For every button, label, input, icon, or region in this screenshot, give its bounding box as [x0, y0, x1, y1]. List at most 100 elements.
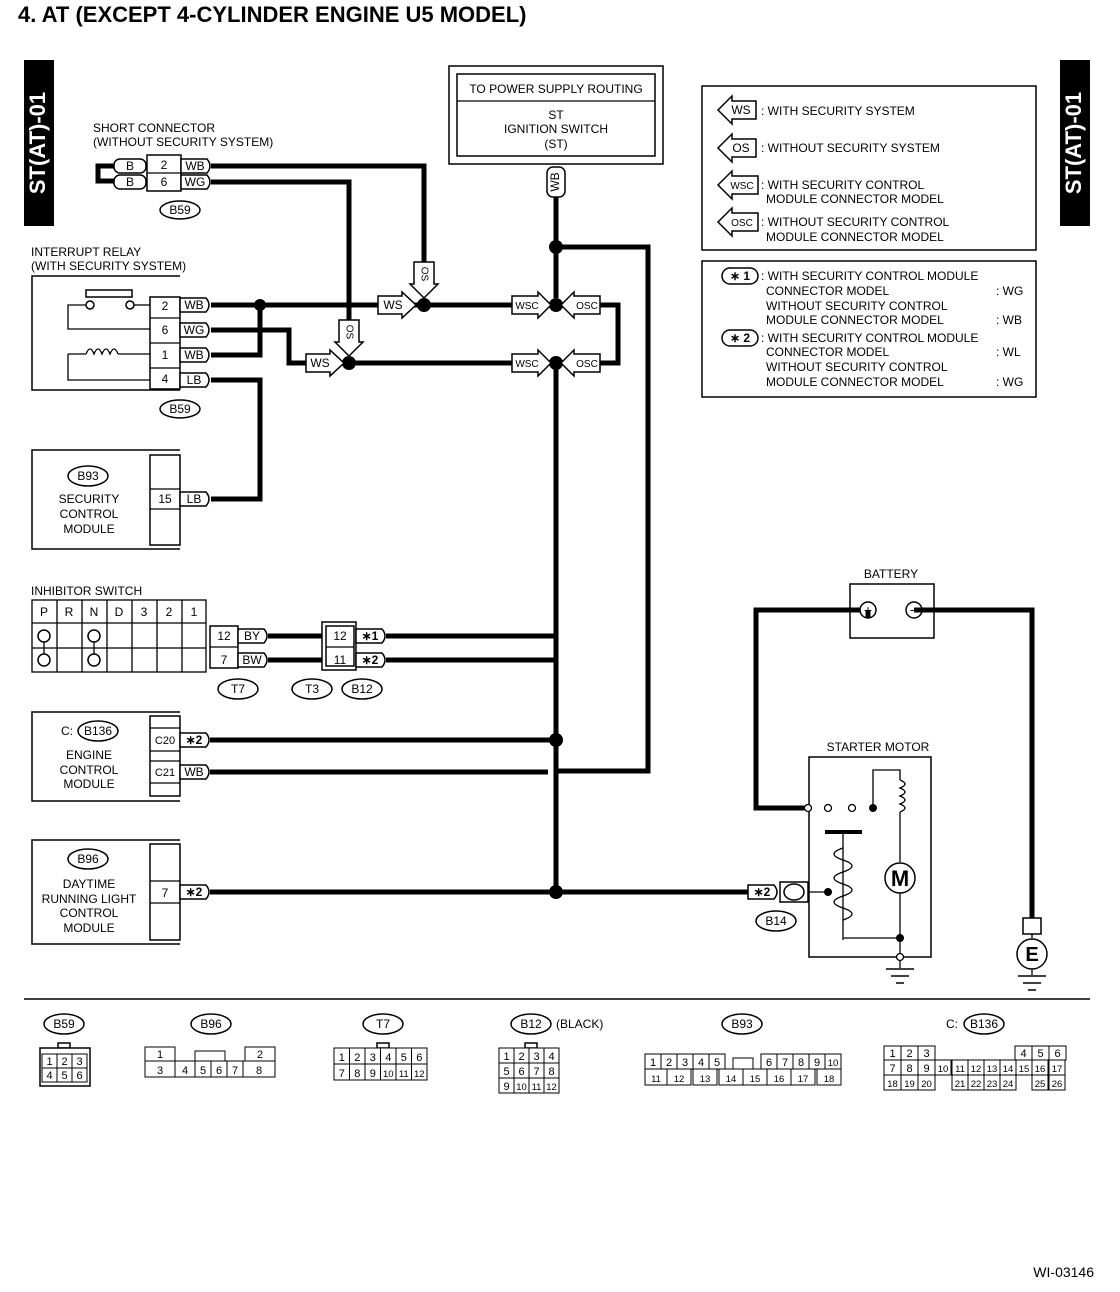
legend-wsc: WSC : WITH SECURITY CONTROL MODULE CONNE… — [716, 169, 944, 206]
t7-pin-label: 11 — [399, 1069, 409, 1080]
b12-pin-label: 8 — [548, 1066, 554, 1078]
b136-pin-label: 11 — [955, 1064, 965, 1075]
side-tag-right-text: ST(AT)-01 — [1061, 92, 1086, 194]
svg-text:B: B — [126, 175, 134, 189]
svg-text:∗ 2: ∗ 2 — [730, 331, 750, 345]
note-1: ∗ 1 : WITH SECURITY CONTROL MODULE CONNE… — [721, 267, 1023, 327]
svg-text:WS: WS — [383, 298, 402, 312]
svg-text:7: 7 — [221, 653, 228, 667]
b12-pin-label: 1 — [503, 1051, 509, 1063]
svg-text:: WITH SECURITY SYSTEM: : WITH SECURITY SYSTEM — [761, 104, 915, 118]
t7-pin-label: 10 — [383, 1069, 394, 1080]
svg-text:1: 1 — [191, 605, 198, 619]
svg-text:WB: WB — [185, 159, 204, 173]
b136-pin-label: 21 — [955, 1079, 966, 1090]
inhibitor-switch: INHIBITOR SWITCH P R N D 3 2 1 12 7 BY B… — [31, 584, 386, 700]
svg-text:T7: T7 — [231, 682, 245, 696]
svg-text:SHORT CONNECTOR: SHORT CONNECTOR — [93, 121, 215, 135]
b12-pin-label: 7 — [533, 1066, 539, 1078]
svg-text:MODULE: MODULE — [63, 921, 114, 935]
b136-pin-label: 13 — [987, 1064, 998, 1075]
b136-pin-label: 3 — [923, 1048, 929, 1060]
junction-tags: OS OS WS WS WSC WSC OSC OSC — [305, 261, 601, 378]
svg-text:(WITH SECURITY SYSTEM): (WITH SECURITY SYSTEM) — [31, 259, 186, 273]
t7-pin-label: 6 — [416, 1052, 422, 1064]
svg-text:N: N — [90, 605, 99, 619]
svg-text:(WITHOUT SECURITY SYSTEM): (WITHOUT SECURITY SYSTEM) — [93, 135, 273, 149]
figure-id: WI-03146 — [1033, 1264, 1094, 1280]
svg-text:∗ 1: ∗ 1 — [730, 269, 750, 283]
svg-text:P: P — [40, 605, 48, 619]
b96-pin-label: 2 — [257, 1049, 263, 1061]
svg-text:: WITHOUT SECURITY CONTROL: : WITHOUT SECURITY CONTROL — [761, 215, 950, 229]
t7-pin-label: 12 — [414, 1069, 425, 1080]
ignition-wire-tag: WB — [546, 166, 566, 198]
side-tag-right: ST(AT)-01 — [1060, 60, 1090, 226]
b136-pin-label: 8 — [906, 1063, 912, 1075]
svg-text:∗2: ∗2 — [362, 653, 379, 667]
b12-pin-label: 11 — [532, 1082, 542, 1093]
b93-pin-cell — [666, 1068, 692, 1086]
b136-pin-label: 9 — [923, 1063, 929, 1075]
svg-text:E: E — [1025, 944, 1038, 966]
svg-text:∗2: ∗2 — [186, 885, 203, 899]
b136-pin-label: 15 — [1019, 1064, 1030, 1075]
b136-pin-label: 17 — [1052, 1064, 1063, 1075]
b93-pin-label: 11 — [651, 1074, 661, 1085]
b12-pin-cell — [543, 1077, 560, 1094]
b12-pin-label: 12 — [546, 1082, 557, 1093]
short-connector: SHORT CONNECTOR (WITHOUT SECURITY SYSTEM… — [93, 121, 273, 220]
svg-text:B59: B59 — [169, 402, 191, 416]
svg-text:B96: B96 — [77, 852, 99, 866]
svg-text:WSC: WSC — [515, 359, 538, 370]
b96-pin-label: 1 — [157, 1049, 163, 1061]
svg-text:15: 15 — [158, 492, 172, 506]
t7-pin-label: 9 — [370, 1068, 376, 1080]
page-title: 4. AT (EXCEPT 4-CYLINDER ENGINE U5 MODEL… — [18, 2, 527, 27]
svg-text:B96: B96 — [200, 1017, 222, 1031]
svg-text:: WG: : WG — [996, 375, 1023, 389]
power-routing-label: TO POWER SUPPLY ROUTING — [469, 82, 642, 96]
b93-pin-label: 7 — [782, 1057, 788, 1069]
security-control-module: B93 SECURITY CONTROL MODULE 15 LB — [31, 449, 210, 550]
svg-text:WB: WB — [184, 348, 203, 362]
svg-text:B12: B12 — [520, 1017, 542, 1031]
svg-text:2: 2 — [161, 158, 168, 172]
svg-text:: WL: : WL — [996, 345, 1021, 359]
b96-pin-label: 3 — [157, 1065, 163, 1077]
svg-text:WG: WG — [184, 323, 205, 337]
svg-text:1: 1 — [162, 348, 169, 362]
t7-pin-label: 5 — [401, 1052, 407, 1064]
svg-text:T3: T3 — [305, 682, 319, 696]
b136-pin-label: 5 — [1037, 1048, 1043, 1060]
svg-text:3: 3 — [141, 605, 148, 619]
svg-text:WS: WS — [310, 356, 329, 370]
b93-pin-label: 6 — [766, 1057, 772, 1069]
b96-pin-cell — [242, 1060, 276, 1078]
svg-text:WG: WG — [185, 175, 206, 189]
b96-pin-label: 6 — [216, 1065, 222, 1077]
b93-pin-label: 2 — [666, 1057, 672, 1069]
b12-pin-label: 6 — [518, 1066, 524, 1078]
svg-text:CONNECTOR MODEL: CONNECTOR MODEL — [766, 345, 889, 359]
engine-control-module: C: B136 ENGINE CONTROL MODULE C20 C21 ∗2… — [31, 711, 210, 802]
svg-text:MODULE: MODULE — [63, 522, 114, 536]
b136-pin-cell — [999, 1074, 1017, 1091]
b93-pin-cell — [816, 1068, 842, 1086]
svg-text:OSC: OSC — [576, 301, 598, 312]
b93-pin-label: 1 — [650, 1057, 656, 1069]
b59-pin-label: 2 — [61, 1056, 67, 1068]
svg-text:D: D — [115, 605, 124, 619]
b59-pin-label: 3 — [76, 1056, 82, 1068]
legend-os: OS : WITHOUT SECURITY SYSTEM — [716, 132, 940, 164]
b93-pin-label: 8 — [798, 1057, 804, 1069]
legend-box: WS : WITH SECURITY SYSTEM OS : WITHOUT S… — [701, 85, 1037, 251]
t7-pin-cell — [411, 1063, 428, 1081]
b93-pin-label: 13 — [700, 1074, 711, 1085]
svg-text:BATTERY: BATTERY — [864, 567, 918, 581]
b136-pin-label: 23 — [987, 1079, 998, 1090]
b136-pin-label: 2 — [906, 1048, 912, 1060]
